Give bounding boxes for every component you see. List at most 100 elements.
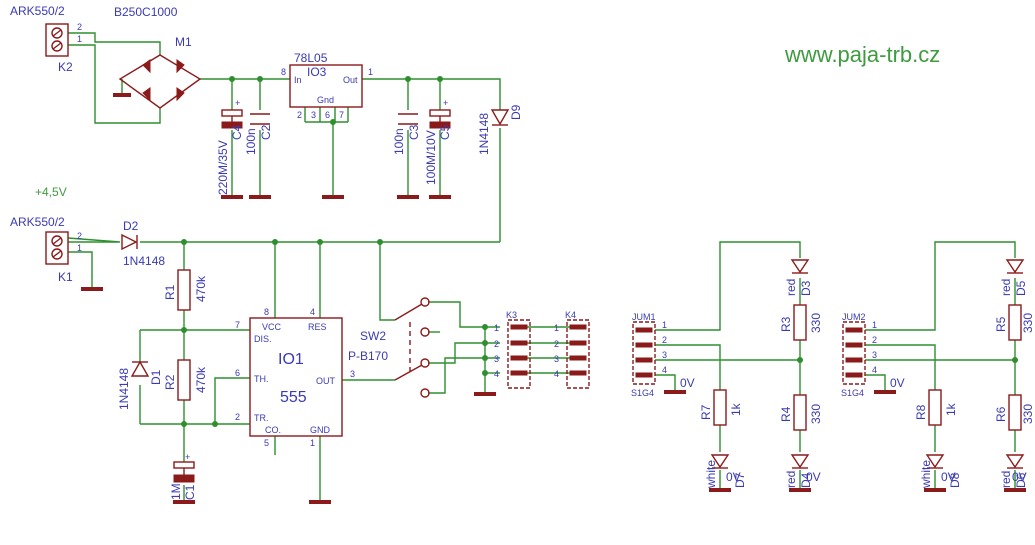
svg-text:+: + — [443, 98, 448, 108]
svg-text:7: 7 — [235, 320, 240, 330]
regulator-out-pin: Out — [343, 75, 358, 85]
d9-value-label: 1N4148 — [477, 113, 491, 155]
svg-text:3: 3 — [311, 110, 316, 120]
resistor-r5: R5 330 — [994, 304, 1035, 341]
timer-vcc-pin: VCC — [262, 322, 282, 332]
bridge-rectifier-m1: B250C1000 M1 — [114, 5, 202, 109]
svg-text:2: 2 — [235, 412, 240, 422]
k1-type-label: ARK550/2 — [10, 215, 65, 229]
led-d5: red D5 — [999, 259, 1028, 296]
website-label: www.paja-trb.cz — [784, 42, 940, 67]
timer-dis-pin: DIS. — [254, 334, 272, 344]
led-d3: red D3 — [784, 259, 813, 296]
header-k4: K4 1 2 3 4 — [554, 310, 590, 389]
supply-voltage-label: +4,5V — [35, 185, 67, 199]
svg-text:3: 3 — [554, 354, 559, 364]
c5-value-label: 100M/10V — [424, 130, 438, 185]
svg-text:8: 8 — [281, 67, 286, 77]
switch-value-label: P-B170 — [348, 349, 388, 363]
d2-value-label: 1N4148 — [123, 254, 165, 268]
r8-name-label: R8 — [914, 404, 928, 420]
d6-name-label: D6 — [1014, 472, 1028, 488]
svg-text:2: 2 — [494, 339, 499, 349]
led-d8: white D8 0V — [919, 454, 962, 489]
d8-color-label: white — [919, 460, 933, 489]
switch-sw2: SW2 P-B170 — [348, 297, 430, 398]
bridge-name-label: M1 — [175, 35, 192, 49]
r8-value-label: 1k — [944, 402, 958, 416]
svg-text:1: 1 — [872, 320, 877, 330]
d7-name-label: D7 — [733, 472, 747, 488]
d6-color-label: red — [999, 471, 1013, 488]
r4-name-label: R4 — [779, 406, 793, 422]
svg-text:7: 7 — [339, 110, 344, 120]
svg-text:1: 1 — [662, 320, 667, 330]
resistor-r7: R7 1k — [699, 389, 743, 426]
r2-name-label: R2 — [163, 374, 177, 390]
k4-label: K4 — [565, 310, 576, 320]
svg-text:2: 2 — [297, 110, 302, 120]
jum1-zero-label: 0V — [680, 376, 695, 390]
timer-value-label: 555 — [280, 389, 307, 406]
timer-th-pin: TH. — [254, 374, 269, 384]
regulator-gnd-pin: Gnd — [317, 95, 334, 105]
svg-text:2: 2 — [662, 335, 667, 345]
resistor-r8: R8 1k — [914, 389, 958, 426]
c5-name-label: C5 — [438, 124, 452, 140]
d2-name-label: D2 — [123, 219, 139, 233]
jum2-name-label: JUM2 — [842, 312, 866, 322]
switch-name-label: SW2 — [360, 329, 386, 343]
r5-name-label: R5 — [994, 316, 1008, 332]
svg-text:5: 5 — [264, 438, 269, 448]
svg-text:0V: 0V — [941, 470, 956, 484]
svg-text:+: + — [185, 452, 190, 462]
svg-text:6: 6 — [235, 368, 240, 378]
svg-text:4: 4 — [554, 369, 559, 379]
diode-d2: D2 1N4148 — [121, 219, 165, 268]
svg-text:4: 4 — [494, 369, 499, 379]
capacitor-c4: + 220M/35V C4 — [216, 98, 244, 195]
resistor-r3: R3 330 — [779, 304, 823, 341]
regulator-name-label: IO3 — [307, 65, 327, 79]
wires — [67, 32, 1016, 500]
connector-k1: ARK550/2 K1 2 1 — [10, 215, 82, 284]
d3-name-label: D3 — [799, 280, 813, 296]
r2-value-label: 470k — [194, 366, 208, 393]
led-d7: white D7 0V — [704, 454, 747, 489]
resistor-r6: R6 330 — [994, 394, 1035, 431]
d9-name-label: D9 — [509, 104, 523, 120]
d8-name-label: D8 — [948, 472, 962, 488]
k1-pin2: 2 — [77, 231, 82, 241]
svg-text:6: 6 — [325, 110, 330, 120]
jum2-value-label: S1G4 — [841, 388, 864, 398]
svg-text:0V: 0V — [1012, 470, 1027, 484]
timer-name-label: IO1 — [278, 351, 304, 368]
svg-text:8: 8 — [264, 307, 269, 317]
jum2-zero-label: 0V — [890, 376, 905, 390]
timer-gnd-pin: GND — [310, 425, 331, 435]
resistor-r2: R2 470k — [163, 359, 208, 401]
regulator-io3: 78L05 IO3 In Out Gnd 8 1 2 3 6 7 — [281, 51, 373, 120]
capacitor-c1: + 1M C1 — [169, 452, 197, 500]
regulator-in-pin: In — [294, 75, 302, 85]
k1-name-label: K1 — [58, 270, 73, 284]
d4-color-label: red — [784, 471, 798, 488]
capacitor-c2: 100n C2 — [244, 113, 273, 155]
bridge-value-label: B250C1000 — [114, 5, 178, 19]
svg-text:4: 4 — [310, 307, 315, 317]
svg-text:1: 1 — [494, 323, 499, 333]
capacitor-c3: 100n C3 — [392, 113, 421, 155]
d5-name-label: D5 — [1014, 280, 1028, 296]
d1-value-label: 1N4148 — [117, 368, 131, 410]
d5-color-label: red — [999, 279, 1013, 296]
resistor-r1: R1 470k — [163, 269, 208, 311]
r6-value-label: 330 — [1021, 404, 1035, 424]
regulator-value-label: 78L05 — [294, 51, 328, 65]
svg-text:0V: 0V — [806, 470, 821, 484]
timer-tr-pin: TR. — [254, 413, 269, 423]
r6-name-label: R6 — [994, 406, 1008, 422]
header-k3: K3 1 2 3 4 — [494, 310, 531, 389]
c1-name-label: C1 — [183, 484, 197, 500]
capacitor-c5: + 100M/10V C5 — [424, 98, 452, 185]
r7-name-label: R7 — [699, 404, 713, 420]
